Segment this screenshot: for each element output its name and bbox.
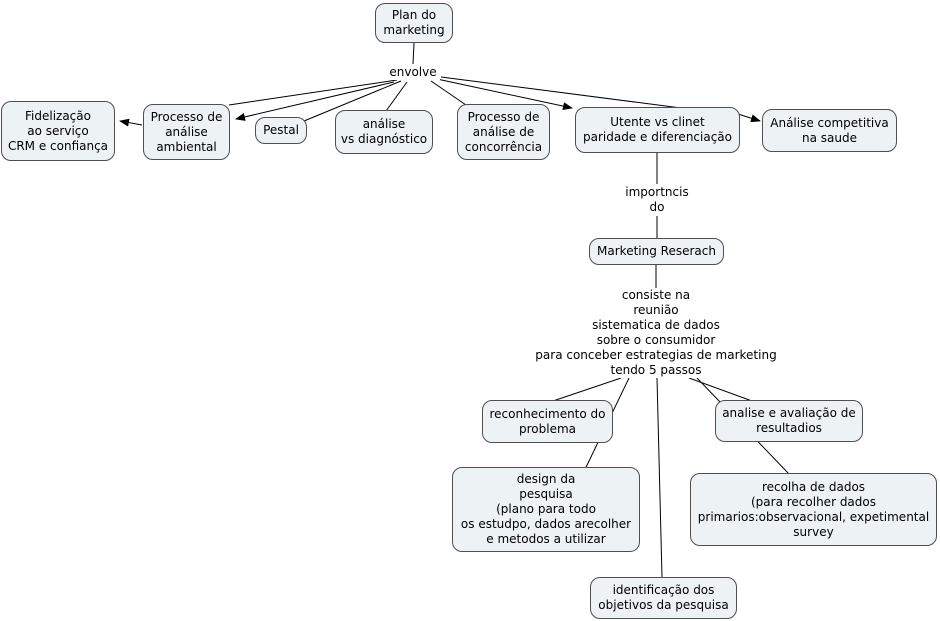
connector-line [303, 80, 402, 122]
connector-line [228, 79, 398, 106]
node-processo-analise-ambiental[interactable]: Processo de análise ambiental [143, 104, 230, 160]
node-pestal[interactable]: Pestal [255, 117, 307, 144]
connector-arrow [235, 81, 395, 121]
node-analise-avaliacao-resultados[interactable]: analise e avaliação de resultadios [715, 400, 863, 442]
linking-phrase-importncis-do[interactable]: importncis do [620, 184, 694, 216]
connector-line [412, 42, 415, 65]
connector-line [688, 377, 753, 402]
connector-line [385, 81, 408, 112]
connector-line [430, 80, 467, 106]
node-identificacao-objetivos[interactable]: identificação dos objetivos da pesquisa [590, 577, 737, 619]
node-plan-do-marketing[interactable]: Plan do marketing [375, 3, 453, 43]
node-processo-analise-concorrencia[interactable]: Processo de análise de concorrência [457, 104, 550, 160]
connector-line [552, 377, 622, 402]
node-marketing-research[interactable]: Marketing Reserach [589, 238, 724, 265]
node-analise-competitiva-saude[interactable]: Análise competitiva na saude [762, 109, 897, 152]
connector-line [440, 76, 682, 109]
node-reconhecimento-problema[interactable]: reconhecimento do problema [482, 400, 613, 443]
linking-phrase-consiste-na[interactable]: consiste na reunião sistematica de dados… [520, 288, 792, 378]
connector-arrow [737, 113, 761, 123]
node-recolha-dados[interactable]: recolha de dados (para recolher dados pr… [690, 473, 937, 546]
connector-arrow [119, 118, 143, 127]
connector-arrow [436, 78, 573, 111]
node-design-pesquisa[interactable]: design da pesquisa (plano para todo os e… [452, 467, 640, 552]
node-utente-vs-clinet[interactable]: Utente vs clinet paridade e diferenciaçã… [575, 107, 740, 153]
node-fidelizacao-crm[interactable]: Fidelização ao serviço CRM e confiança [1, 101, 115, 161]
node-analise-vs-diagnostico[interactable]: análise vs diagnóstico [335, 110, 433, 154]
connector-line [656, 377, 663, 578]
linking-phrase-envolve[interactable]: envolve [386, 64, 440, 80]
